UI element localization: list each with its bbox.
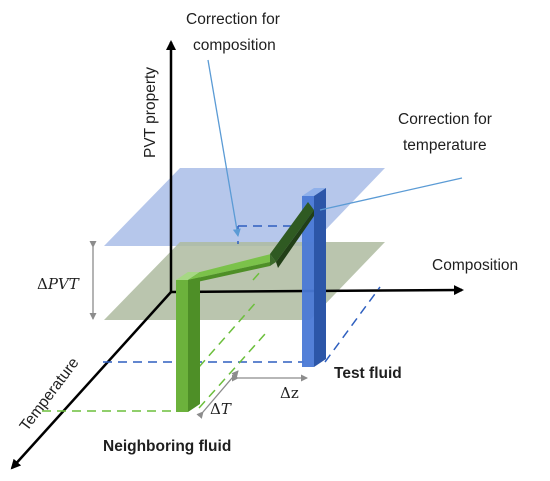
test-fluid-label: Test fluid bbox=[334, 365, 402, 382]
test-fluid-column bbox=[302, 188, 326, 367]
delta-z-label: Δz bbox=[280, 384, 299, 402]
temperature-label-line2: temperature bbox=[403, 137, 487, 154]
composition-pointer bbox=[207, 59, 241, 237]
vertical-axis-label: PVT property bbox=[142, 67, 159, 158]
temperature-label-line1: Correction for bbox=[398, 111, 492, 128]
neighboring-fluid-column bbox=[176, 272, 200, 412]
neighboring-fluid-label: Neighboring fluid bbox=[103, 438, 231, 455]
depth-axis-label: Temperature bbox=[17, 355, 83, 435]
composition-label-line2: composition bbox=[193, 37, 276, 54]
horizontal-axis-label: Composition bbox=[432, 257, 518, 274]
composition-label-line1: Correction for bbox=[186, 11, 280, 28]
top-plane bbox=[104, 168, 385, 246]
composition-correction-bar bbox=[188, 254, 271, 284]
temperature-correction-bar bbox=[270, 202, 314, 268]
depth-axis bbox=[10, 291, 172, 470]
delta-t-label: ΔT bbox=[210, 400, 232, 418]
delta-pvt-label: ΔPVT bbox=[37, 275, 80, 293]
bottom-plane bbox=[104, 242, 385, 320]
temperature-pointer bbox=[319, 177, 463, 211]
